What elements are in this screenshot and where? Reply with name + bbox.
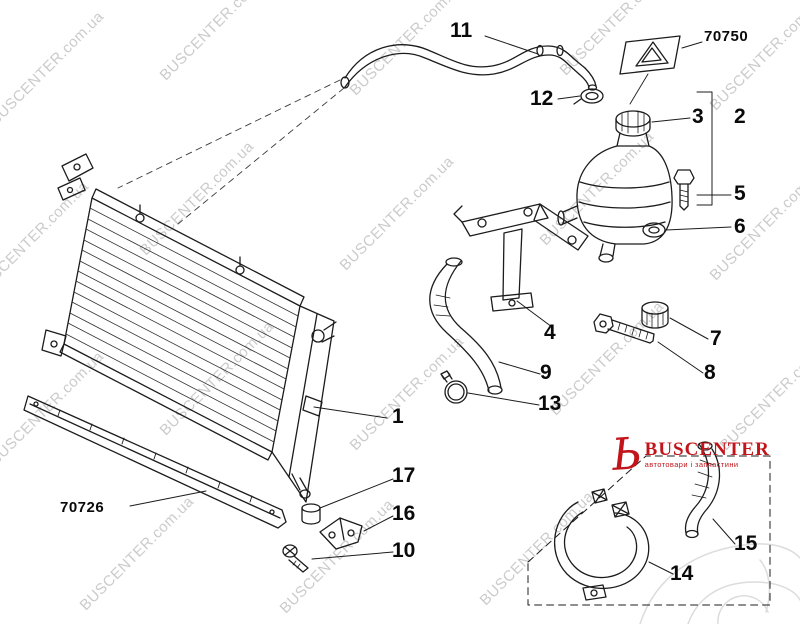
construction-lines bbox=[117, 79, 345, 225]
callout-12: 12 bbox=[530, 87, 554, 110]
part-code-70750: 70750 bbox=[704, 28, 749, 45]
lower-hose-drawing bbox=[429, 257, 503, 395]
buscenter-logo-title: BUSCENTER bbox=[644, 439, 770, 461]
callout-4: 4 bbox=[544, 321, 556, 344]
bolt5-drawing bbox=[673, 169, 695, 211]
callout-14: 14 bbox=[670, 562, 694, 585]
callout-6: 6 bbox=[734, 215, 746, 238]
callout-9: 9 bbox=[540, 361, 552, 384]
clamp-drawing bbox=[440, 370, 468, 404]
plug12-drawing bbox=[573, 88, 604, 105]
leader-lines bbox=[129, 35, 736, 575]
callout-2: 2 bbox=[734, 105, 746, 128]
callout-17: 17 bbox=[392, 464, 416, 487]
screw10-drawing bbox=[282, 544, 309, 573]
callout-15: 15 bbox=[734, 532, 758, 555]
radiator-drawing bbox=[41, 153, 337, 503]
bushing7-drawing bbox=[641, 301, 669, 329]
bolt8-drawing bbox=[593, 313, 655, 344]
expansion-tank-drawing bbox=[557, 110, 673, 263]
upper-hose-drawing bbox=[340, 44, 598, 91]
callout-7: 7 bbox=[710, 327, 722, 350]
buscenter-logo-mark: Ь bbox=[610, 428, 644, 481]
callout-11: 11 bbox=[450, 19, 473, 42]
callout-8: 8 bbox=[704, 361, 716, 384]
callout-16: 16 bbox=[392, 502, 416, 525]
callout-5: 5 bbox=[734, 182, 746, 205]
callout-3: 3 bbox=[692, 105, 704, 128]
callout-10: 10 bbox=[392, 539, 416, 562]
callout-13: 13 bbox=[538, 392, 562, 415]
crossmember-drawing bbox=[23, 395, 287, 529]
warning-triangle-drawing bbox=[619, 35, 681, 105]
buscenter-logo: Ь BUSCENTER автотовари і запчастини bbox=[610, 428, 770, 481]
bracket16-drawing bbox=[319, 517, 363, 550]
part-code-70726: 70726 bbox=[60, 499, 105, 516]
callout-1: 1 bbox=[392, 405, 404, 428]
subassembly-drawing bbox=[527, 441, 771, 606]
car-sketch bbox=[639, 543, 800, 624]
bracket4-drawing bbox=[453, 203, 589, 312]
grommet-drawing bbox=[642, 222, 666, 238]
buscenter-logo-subtitle: автотовари і запчастини bbox=[644, 460, 739, 470]
bushing17-drawing bbox=[301, 503, 321, 525]
